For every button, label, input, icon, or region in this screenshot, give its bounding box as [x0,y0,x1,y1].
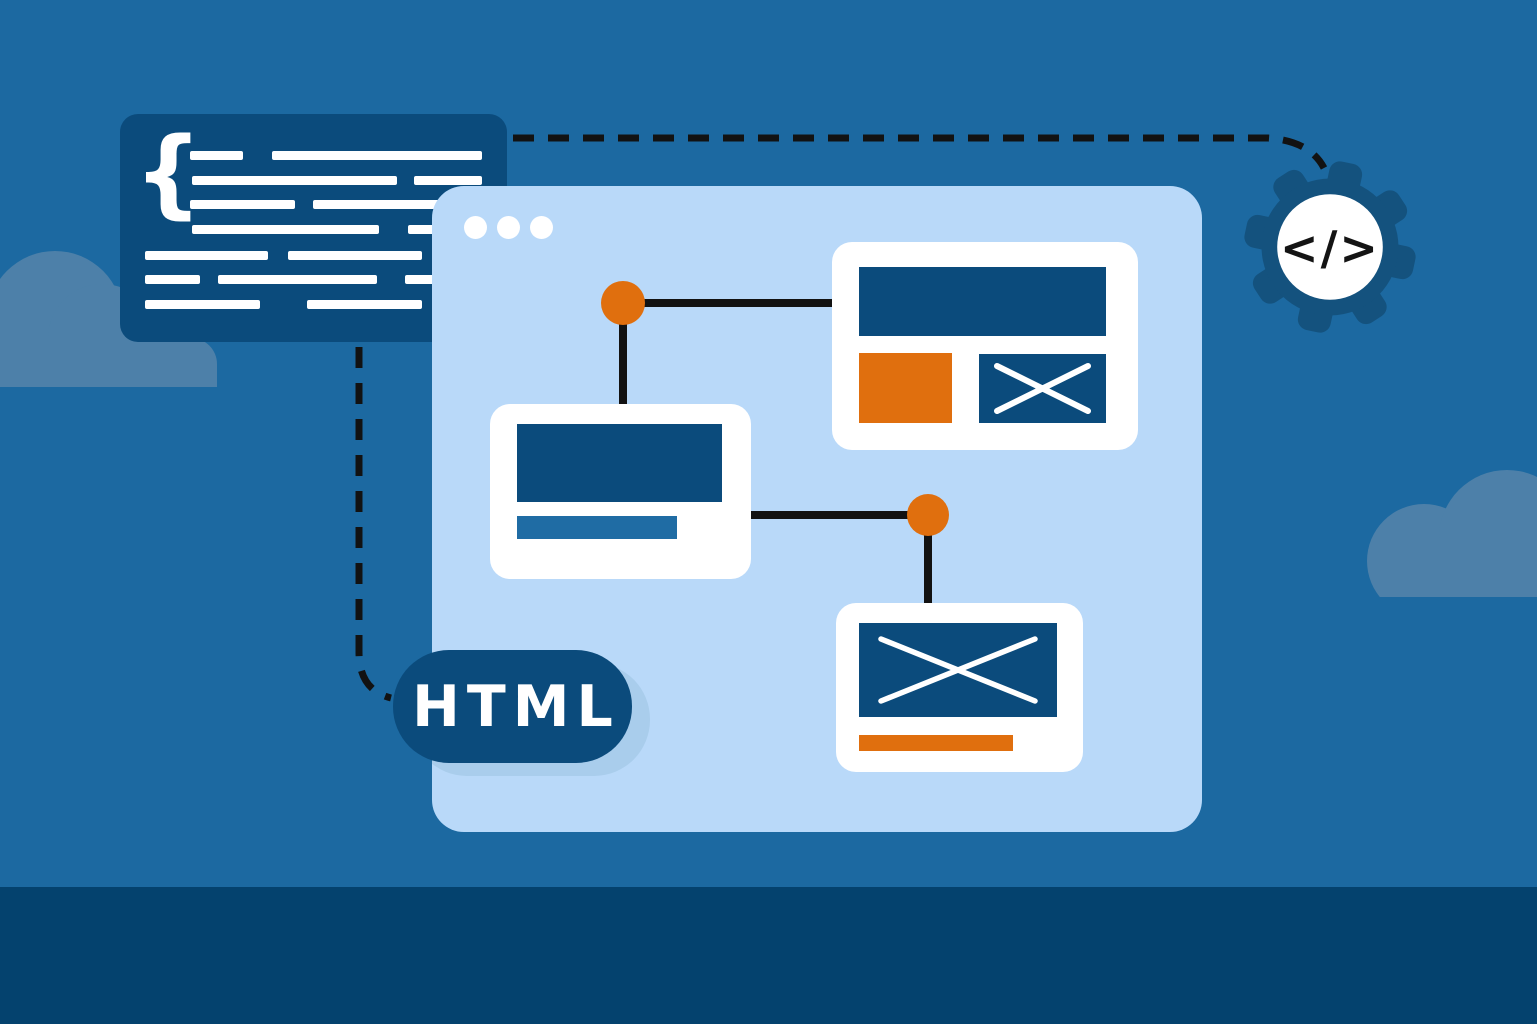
window-dot [530,216,553,239]
gear-icon [1244,161,1416,333]
image-placeholder-icon [979,354,1106,423]
code-line [272,151,482,160]
code-line [190,200,295,209]
html-badge-label: HTML [412,673,620,740]
code-line [145,251,268,260]
code-line [190,151,243,160]
image-placeholder-icon [859,623,1057,717]
code-line [192,176,397,185]
code-line [145,275,200,284]
wireframe-header-bar [859,267,1106,336]
html-badge: HTML [393,650,632,763]
cloud-base [0,338,217,387]
wireframe-orange-text-bar [859,735,1013,751]
wireframe-card-top-right [832,242,1138,450]
curly-brace-icon: { [134,117,203,229]
code-line [313,200,482,209]
dashed-line-to-gear [513,134,1328,170]
code-line [288,251,422,260]
cloud-base [1427,540,1537,597]
code-line [145,300,260,309]
dashed-line-to-badge [355,347,393,702]
wireframe-card-bottom [836,603,1083,772]
ground-band [0,887,1537,1024]
window-dot [497,216,520,239]
wireframe-content-block [517,424,722,502]
code-line [414,176,482,185]
cloud-right [1367,460,1537,597]
window-dot [464,216,487,239]
wireframe-text-bar [517,516,677,539]
connector-node [907,494,949,536]
code-line [307,300,422,309]
code-tag-icon: </> [1280,221,1380,275]
connector-node [601,281,645,325]
wireframe-card-left [490,404,751,579]
code-line [218,275,377,284]
code-line [192,225,379,234]
wireframe-orange-tile [859,353,952,423]
